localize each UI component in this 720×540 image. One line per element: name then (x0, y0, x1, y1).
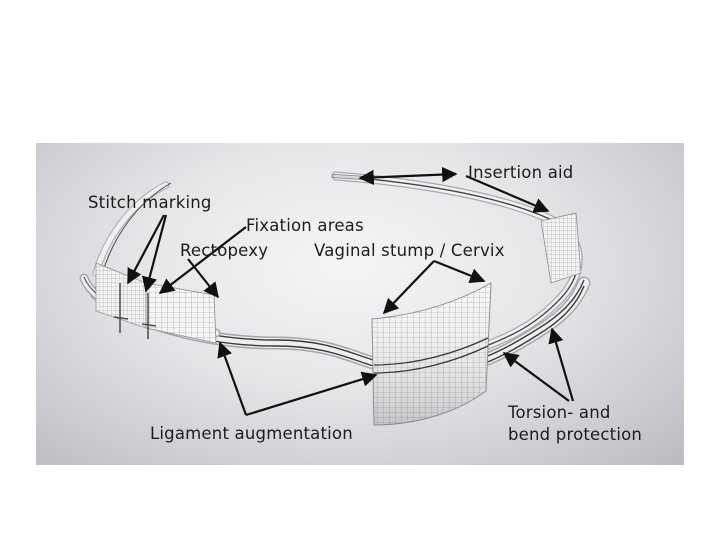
annotation-arrows (127, 166, 575, 417)
insertion-aid-tip (332, 174, 366, 180)
cervix-mesh (371, 282, 492, 426)
rectopexy-mesh (95, 262, 217, 344)
label-rectopexy: Rectopexy (180, 241, 269, 260)
label-insertion-aid: Insertion aid (468, 163, 574, 182)
mesh-implant-figure: Insertion aid Stitch marking Fixation ar… (36, 143, 684, 465)
label-torsion-bend-protection-line2: bend protection (508, 425, 643, 444)
label-fixation-areas: Fixation areas (246, 216, 364, 235)
mesh-wing-right (540, 212, 582, 284)
label-ligament-augmentation: Ligament augmentation (150, 424, 353, 443)
label-vaginal-stump-cervix: Vaginal stump / Cervix (314, 241, 505, 260)
label-torsion-bend-protection-line1: Torsion- and (508, 403, 611, 422)
mesh-implant-diagram (79, 166, 591, 426)
label-stitch-marking: Stitch marking (88, 193, 212, 212)
